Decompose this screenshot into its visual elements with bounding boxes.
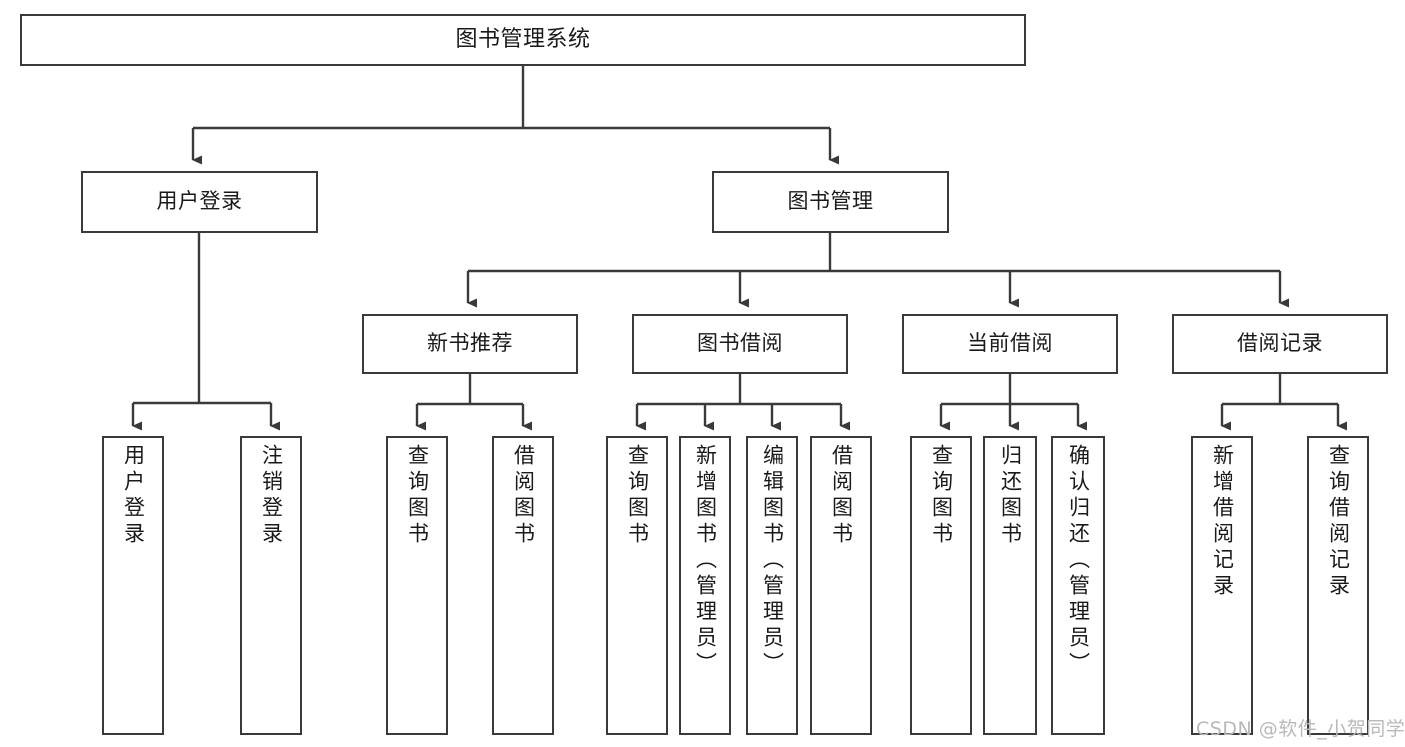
node-label: 查询图书: [929, 444, 954, 548]
leaf-book-borrow-borrow[interactable]: 借阅图书: [810, 436, 872, 735]
node-borrow-record[interactable]: 借阅记录: [1172, 314, 1388, 374]
leaf-book-borrow-add[interactable]: 新增图书（管理员）: [679, 436, 731, 735]
node-label: 图书管理: [787, 189, 874, 214]
node-label: 用户登录: [156, 189, 243, 214]
node-label: 新增借阅记录: [1210, 444, 1235, 600]
leaf-borrow-record-query[interactable]: 查询借阅记录: [1307, 436, 1369, 735]
leaf-current-borrow-confirm-return[interactable]: 确认归还（管理员）: [1051, 436, 1105, 735]
node-current-borrow[interactable]: 当前借阅: [902, 314, 1118, 374]
node-label: 确认归还（管理员）: [1066, 444, 1091, 678]
node-root-system[interactable]: 图书管理系统: [20, 14, 1026, 66]
leaf-user-login-login[interactable]: 用户登录: [102, 436, 164, 735]
node-label: 查询图书: [625, 444, 650, 548]
leaf-borrow-record-add[interactable]: 新增借阅记录: [1191, 436, 1253, 735]
leaf-current-borrow-query[interactable]: 查询图书: [910, 436, 972, 735]
node-label: 当前借阅: [967, 331, 1053, 356]
watermark: CSDN @软件_小贺同学: [1196, 718, 1405, 740]
node-label: 用户登录: [121, 444, 146, 548]
node-book-management[interactable]: 图书管理: [712, 171, 949, 233]
node-label: 新增图书（管理员）: [693, 444, 718, 678]
node-label: 新书推荐: [427, 331, 513, 356]
leaf-book-borrow-edit[interactable]: 编辑图书（管理员）: [746, 436, 798, 735]
node-book-borrow[interactable]: 图书借阅: [632, 314, 848, 374]
node-label: 注销登录: [259, 444, 284, 548]
node-label: 查询图书: [405, 444, 430, 548]
node-new-book-recommend[interactable]: 新书推荐: [362, 314, 578, 374]
node-label: 归还图书: [998, 444, 1023, 548]
node-label: 查询借阅记录: [1326, 444, 1351, 600]
leaf-book-borrow-query[interactable]: 查询图书: [606, 436, 668, 735]
node-label: 借阅记录: [1237, 331, 1323, 356]
leaf-new-book-query[interactable]: 查询图书: [386, 436, 448, 735]
node-label: 图书管理系统: [455, 26, 591, 52]
node-label: 借阅图书: [829, 444, 854, 548]
leaf-new-book-borrow[interactable]: 借阅图书: [492, 436, 554, 735]
node-label: 借阅图书: [511, 444, 536, 548]
node-label: 编辑图书（管理员）: [760, 444, 785, 678]
node-label: 图书借阅: [697, 331, 783, 356]
leaf-current-borrow-return[interactable]: 归还图书: [983, 436, 1037, 735]
leaf-user-login-logout[interactable]: 注销登录: [240, 436, 302, 735]
node-user-login[interactable]: 用户登录: [81, 171, 318, 233]
